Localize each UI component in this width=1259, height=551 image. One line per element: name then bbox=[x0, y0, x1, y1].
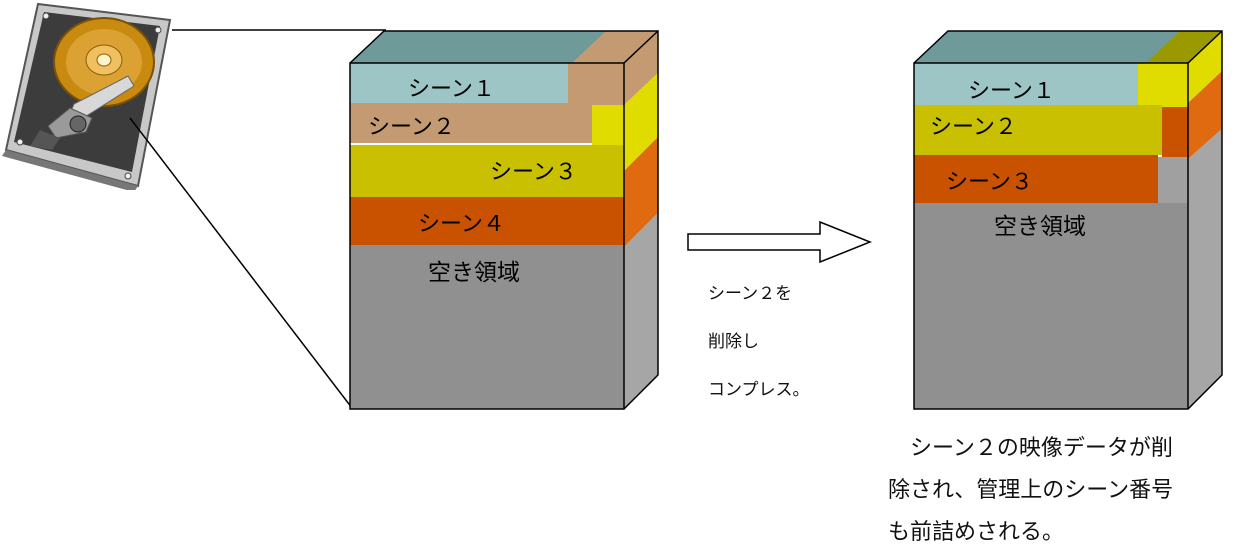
after-segment-scene2 bbox=[914, 105, 1162, 155]
zoom-line-bottom bbox=[129, 117, 353, 409]
after-scene2-label: シーン２ bbox=[930, 115, 1017, 140]
after-side-free bbox=[1188, 129, 1222, 409]
after-side-scene1 bbox=[1188, 31, 1222, 103]
after-storage-stack bbox=[913, 30, 1223, 410]
before-scene4-label: シーン４ bbox=[418, 212, 505, 237]
before-side-free bbox=[624, 213, 658, 409]
action-caption-line-3: コンプレス。 bbox=[708, 380, 810, 400]
after-scene3-label: シーン３ bbox=[946, 170, 1033, 195]
after-segment-scene3 bbox=[914, 155, 1158, 203]
after-top-face bbox=[914, 31, 1222, 63]
before-scene1-label: シーン１ bbox=[408, 77, 495, 102]
after-segment-scene3-tail bbox=[1158, 157, 1188, 205]
after-side-scene2 bbox=[1188, 71, 1222, 159]
hard-drive-icon bbox=[2, 2, 172, 190]
right-arrow-icon bbox=[687, 220, 873, 264]
after-note-line-2: 除され、管理上のシーン番号 bbox=[888, 478, 1174, 503]
before-scene3-label: シーン３ bbox=[490, 160, 577, 185]
after-scene1-label: シーン１ bbox=[968, 79, 1055, 104]
before-top-face-accent bbox=[572, 31, 658, 63]
before-side-scene4 bbox=[624, 137, 658, 247]
before-storage-stack bbox=[349, 30, 659, 410]
before-segment-scene3 bbox=[350, 145, 624, 197]
after-free-label: 空き領域 bbox=[994, 214, 1086, 240]
before-side-scene1 bbox=[624, 31, 658, 105]
after-segment-free bbox=[914, 203, 1188, 409]
after-note-line-1: シーン２の映像データが削 bbox=[910, 436, 1173, 461]
before-free-label: 空き領域 bbox=[428, 260, 520, 286]
before-segment-scene2 bbox=[350, 103, 592, 143]
before-scene2-label: シーン２ bbox=[368, 115, 455, 140]
before-segment-scene1-tail bbox=[568, 63, 624, 105]
zoom-lines bbox=[129, 29, 386, 409]
after-top-face-accent bbox=[1146, 31, 1222, 63]
action-caption-line-1: シーン２を bbox=[708, 284, 793, 304]
after-segment-scene2-tail bbox=[1162, 107, 1188, 157]
before-segment-scene2-tail bbox=[592, 105, 624, 145]
after-note-line-3: も前詰めされる。 bbox=[888, 520, 1065, 545]
action-caption-line-2: 削除し bbox=[708, 332, 759, 352]
before-segment-free bbox=[350, 245, 624, 409]
before-side-scene2-3 bbox=[624, 73, 658, 171]
before-segment-scene4 bbox=[350, 197, 624, 245]
after-segment-scene1-tail bbox=[1138, 63, 1188, 107]
